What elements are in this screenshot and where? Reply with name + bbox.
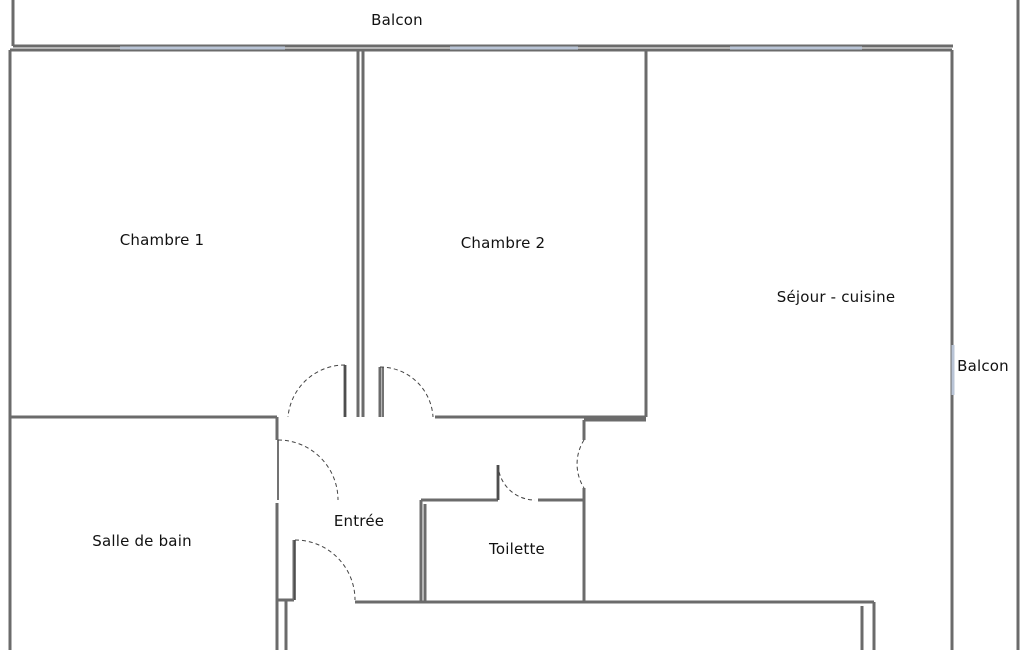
room-label-chambre-2: Chambre 2	[460, 234, 546, 252]
room-label-balcon-right: Balcon	[957, 357, 1009, 375]
room-label-salle-de-bain: Salle de bain	[92, 532, 192, 550]
chambre-1-door-swing	[287, 364, 346, 418]
room-label-toilette: Toilette	[489, 540, 545, 558]
toilette-door-swing	[497, 464, 536, 501]
room-label-chambre-1: Chambre 1	[119, 231, 205, 249]
room-label-balcon-top: Balcon	[371, 11, 423, 29]
windows	[120, 46, 955, 395]
salle-de-bain-door-swing	[277, 439, 339, 501]
chambre-2-door-swing	[379, 366, 434, 418]
doors	[277, 364, 585, 601]
door-leaves	[277, 365, 499, 600]
room-label-entree: Entrée	[333, 512, 385, 530]
entree-door-swing	[294, 539, 356, 601]
sejour-door-swing	[576, 439, 585, 489]
room-label-sejour-cuisine: Séjour - cuisine	[776, 288, 896, 306]
